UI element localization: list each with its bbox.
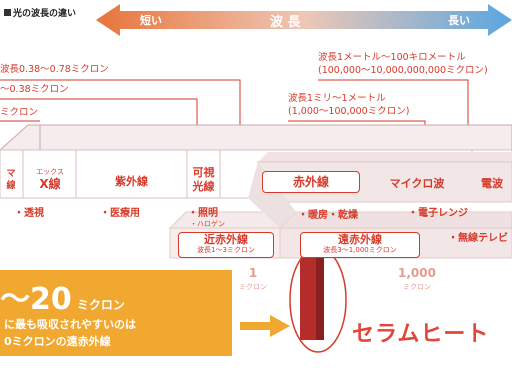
callout-line2: 0ミクロンの遠赤外線 — [4, 335, 111, 348]
microwave-use: ・電子レンジ — [408, 208, 468, 219]
scale-one-unit: ミクロン — [239, 283, 267, 291]
far-infrared-range: 波長3～1,000ミクロン — [323, 246, 397, 254]
far-infrared-name: 遠赤外線 — [338, 233, 382, 246]
visible-label-b: 光線 — [192, 180, 215, 193]
infrared-range: 波長1ミリ～1メートル — [288, 93, 386, 104]
callout-big: ～20 — [0, 282, 72, 317]
scale-thousand-unit: ミクロン — [403, 283, 431, 291]
scale-thousand: 1,000 — [398, 266, 436, 280]
microwave-label: マイクロ波 — [389, 177, 445, 190]
product-name: セラムヒート — [352, 322, 490, 347]
infrared-label: 赤外線 — [262, 171, 360, 193]
legend-square-icon — [4, 9, 11, 16]
callout-line1: に最も吸収されやすいのは — [4, 318, 136, 331]
infrared-range-sub: (1,000～100,000ミクロン) — [288, 106, 410, 117]
short-label: 短い — [140, 14, 162, 27]
wavelength-arrow — [96, 4, 512, 36]
third-range: ミクロン — [0, 107, 39, 118]
infrared-use: ・暖房・乾燥 — [298, 210, 358, 221]
long-label: 長い — [448, 14, 470, 27]
legend: 光の波長の違い — [4, 6, 76, 19]
far-infrared-box: 遠赤外線 波長3～1,000ミクロン — [300, 232, 420, 258]
xray-use: ・透視 — [14, 208, 44, 219]
visible-use-sub: ・ハロゲン — [190, 220, 225, 228]
radio-label: 電波 — [481, 177, 503, 190]
visible-range: 波長0.38～0.78ミクロン — [0, 64, 109, 75]
callout-panel: ～20 ミクロン に最も吸収されやすいのは 0ミクロンの遠赤外線 — [0, 270, 232, 356]
microwave-range: 波長1メートル～100キロメートル — [318, 52, 466, 63]
visible-label-a: 可視 — [192, 166, 215, 179]
near-infrared-box: 近赤外線 波長1～3ミクロン — [178, 232, 274, 258]
callout-unit: ミクロン — [76, 298, 125, 312]
near-infrared-range: 波長1～3ミクロン — [197, 246, 255, 254]
visible-use: ・照明 — [188, 208, 218, 219]
gamma-label-b: 線 — [6, 181, 16, 191]
gamma-label-a: マ — [6, 169, 16, 179]
legend-title: 光の波長の違い — [13, 9, 77, 19]
radio-use: ・無線テレビ — [448, 233, 508, 244]
scale-one: 1 — [248, 266, 258, 280]
xray-small-label: エックス — [36, 168, 64, 176]
uv-label: 紫外線 — [115, 175, 148, 188]
uv-range: ～0.38ミクロン — [0, 84, 69, 95]
wavelength-label: 波 長 — [270, 15, 301, 30]
microwave-range-sub: (100,000～10,000,000,000ミクロン) — [318, 65, 488, 76]
xray-label: X線 — [39, 177, 61, 191]
near-infrared-name: 近赤外線 — [204, 233, 248, 246]
uv-use: ・医療用 — [100, 208, 140, 219]
